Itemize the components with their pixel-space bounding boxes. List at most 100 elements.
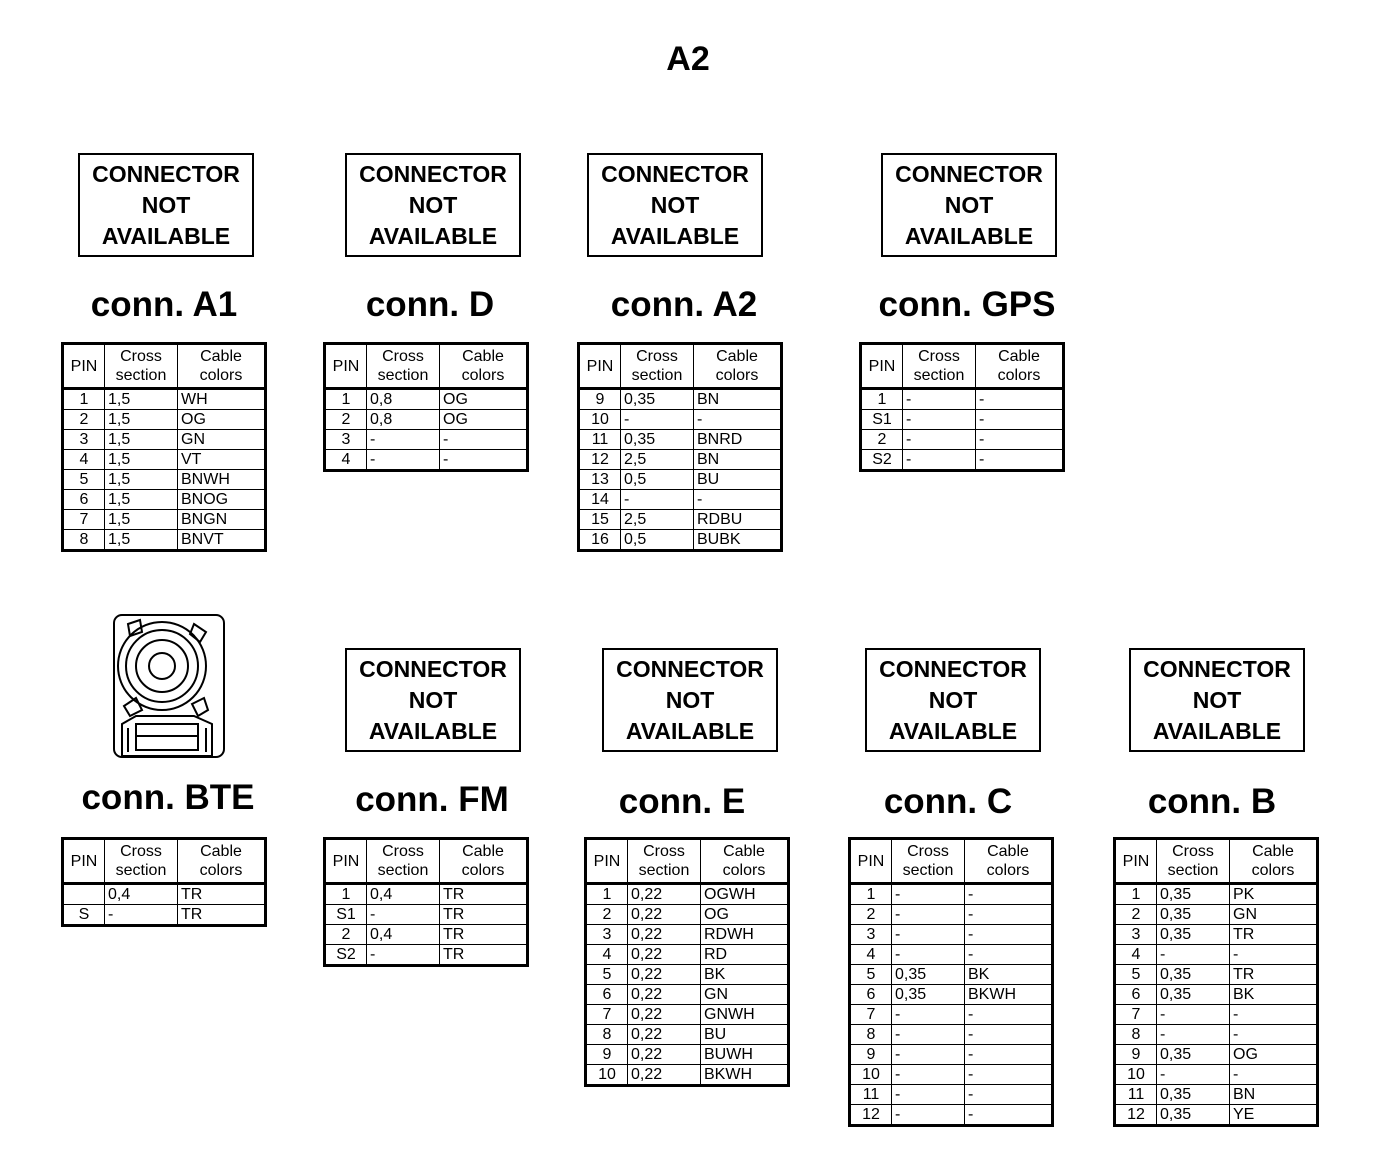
cross-section-cell: 2,5 <box>620 449 694 470</box>
pin-cell: 7 <box>62 509 105 530</box>
cable-color-cell: BU <box>693 469 782 490</box>
cable-color-cell: OG <box>439 388 528 410</box>
pin-cell: 10 <box>578 409 621 430</box>
pin-cell: S <box>62 904 105 926</box>
pin-cell: 13 <box>578 469 621 490</box>
cable-color-cell: VT <box>177 449 266 470</box>
cross-section-cell: 0,5 <box>620 469 694 490</box>
cross-section-cell: - <box>902 388 976 410</box>
table-row: 10-- <box>1114 1064 1318 1085</box>
cable-color-cell: BN <box>693 449 782 470</box>
pin-cell <box>62 883 105 905</box>
header-pin: PIN <box>62 343 105 390</box>
cross-section-cell: 0,8 <box>366 409 440 430</box>
cable-color-cell: PK <box>1229 883 1318 905</box>
conn-a1-title: conn. A1 <box>90 285 238 324</box>
table-row: 11-- <box>849 1084 1053 1105</box>
cross-section-cell: 0,22 <box>627 904 701 925</box>
cross-section-cell: - <box>891 883 965 905</box>
cable-color-cell: BK <box>1229 984 1318 1005</box>
table-row: 12-- <box>849 1104 1053 1126</box>
cross-section-cell: - <box>1156 1024 1230 1045</box>
cross-section-cell: - <box>902 409 976 430</box>
cross-section-cell: 1,5 <box>104 489 178 510</box>
cable-color-cell: BNWH <box>177 469 266 490</box>
cable-color-cell: - <box>964 944 1053 965</box>
bte-connector-icon <box>113 614 225 758</box>
pin-cell: 1 <box>1114 883 1157 905</box>
table-row: 14-- <box>578 489 782 510</box>
pin-cell: 2 <box>62 409 105 430</box>
cable-color-cell: BUWH <box>700 1044 789 1065</box>
pin-cell: 4 <box>1114 944 1157 965</box>
cross-section-cell: 0,35 <box>1156 883 1230 905</box>
cable-color-cell: - <box>964 1084 1053 1105</box>
table-row: 4-- <box>324 449 528 471</box>
pin-cell: 2 <box>860 429 903 450</box>
cross-section-cell: 0,35 <box>1156 904 1230 925</box>
cable-color-cell: - <box>975 429 1064 450</box>
cross-section-cell: - <box>891 944 965 965</box>
cable-color-cell: - <box>1229 1064 1318 1085</box>
cable-color-cell: YE <box>1229 1104 1318 1126</box>
cross-section-cell: 0,22 <box>627 1004 701 1025</box>
cross-section-cell: 0,35 <box>891 964 965 985</box>
cross-section-cell: - <box>1156 944 1230 965</box>
cable-color-cell: - <box>1229 1004 1318 1025</box>
table-row: 2-- <box>849 904 1053 925</box>
cable-color-cell: - <box>964 1024 1053 1045</box>
pin-cell: 6 <box>1114 984 1157 1005</box>
cable-color-cell: BKWH <box>700 1064 789 1086</box>
cable-color-cell: BNVT <box>177 529 266 551</box>
conn-b-title: conn. B <box>1147 782 1277 821</box>
cross-section-cell: 0,22 <box>627 883 701 905</box>
cross-section-cell: - <box>366 904 440 925</box>
pin-cell: 10 <box>849 1064 892 1085</box>
pin-cell: 4 <box>62 449 105 470</box>
cross-section-cell: 0,35 <box>1156 964 1230 985</box>
cable-color-cell: BUBK <box>693 529 782 551</box>
pin-cell: 1 <box>585 883 628 905</box>
cable-color-cell: - <box>693 409 782 430</box>
pin-cell: 1 <box>849 883 892 905</box>
cross-section-cell: - <box>1156 1064 1230 1085</box>
cross-section-cell: 1,5 <box>104 509 178 530</box>
cable-color-cell: OG <box>177 409 266 430</box>
conn-d-title: conn. D <box>365 285 495 324</box>
header-pin: PIN <box>324 343 367 390</box>
pin-cell: 2 <box>585 904 628 925</box>
cable-color-cell: - <box>1229 944 1318 965</box>
pin-cell: 5 <box>1114 964 1157 985</box>
cross-section-cell: - <box>891 1024 965 1045</box>
cable-color-cell: BKWH <box>964 984 1053 1005</box>
cable-color-cell: OGWH <box>700 883 789 905</box>
cross-section-cell: 1,5 <box>104 429 178 450</box>
page-title: A2 <box>666 40 710 78</box>
table-row: 2-- <box>860 429 1064 450</box>
pin-cell: 15 <box>578 509 621 530</box>
pin-cell: S2 <box>860 449 903 471</box>
